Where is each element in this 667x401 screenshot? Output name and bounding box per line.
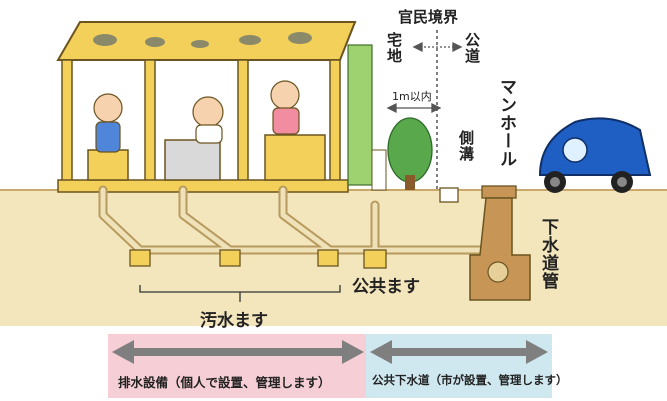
car bbox=[538, 117, 652, 193]
public-basin bbox=[363, 249, 387, 269]
within-1m-label: 1m以内 bbox=[392, 90, 432, 103]
sewage-basin-label: 汚水ます bbox=[200, 311, 268, 331]
sewage-basin-3 bbox=[317, 249, 339, 267]
basin-bracket bbox=[139, 285, 341, 302]
manhole-label: マンホール bbox=[496, 78, 516, 168]
kitchen-counter bbox=[264, 134, 326, 181]
one-meter-arrow bbox=[386, 102, 442, 114]
private-public-arrow bbox=[412, 41, 463, 53]
tree bbox=[387, 117, 433, 190]
private-responsibility-label: 排水設備（個人で設置、管理します） bbox=[118, 375, 331, 390]
house bbox=[56, 21, 387, 193]
side-ditch-label: 側溝 bbox=[457, 130, 475, 162]
public-responsibility-label: 公共下水道（市が設置、管理します） bbox=[372, 373, 568, 387]
toilet bbox=[87, 149, 129, 181]
manhole bbox=[469, 185, 531, 301]
private-band bbox=[108, 334, 366, 398]
boundary-label: 官民境界 bbox=[398, 8, 459, 26]
washbasin bbox=[164, 139, 221, 181]
sewer-pipe-label: 下水道管 bbox=[538, 218, 558, 290]
public-band bbox=[366, 334, 552, 398]
private-arrow bbox=[112, 340, 364, 364]
sewage-basin-2 bbox=[219, 249, 241, 267]
sewage-basin-1 bbox=[129, 249, 151, 267]
public-road-label: 公道 bbox=[463, 32, 481, 64]
public-arrow bbox=[370, 340, 548, 364]
private-land-label: 宅地 bbox=[385, 32, 403, 64]
public-basin-label: 公共ます bbox=[352, 277, 420, 297]
side-ditch bbox=[439, 187, 459, 203]
